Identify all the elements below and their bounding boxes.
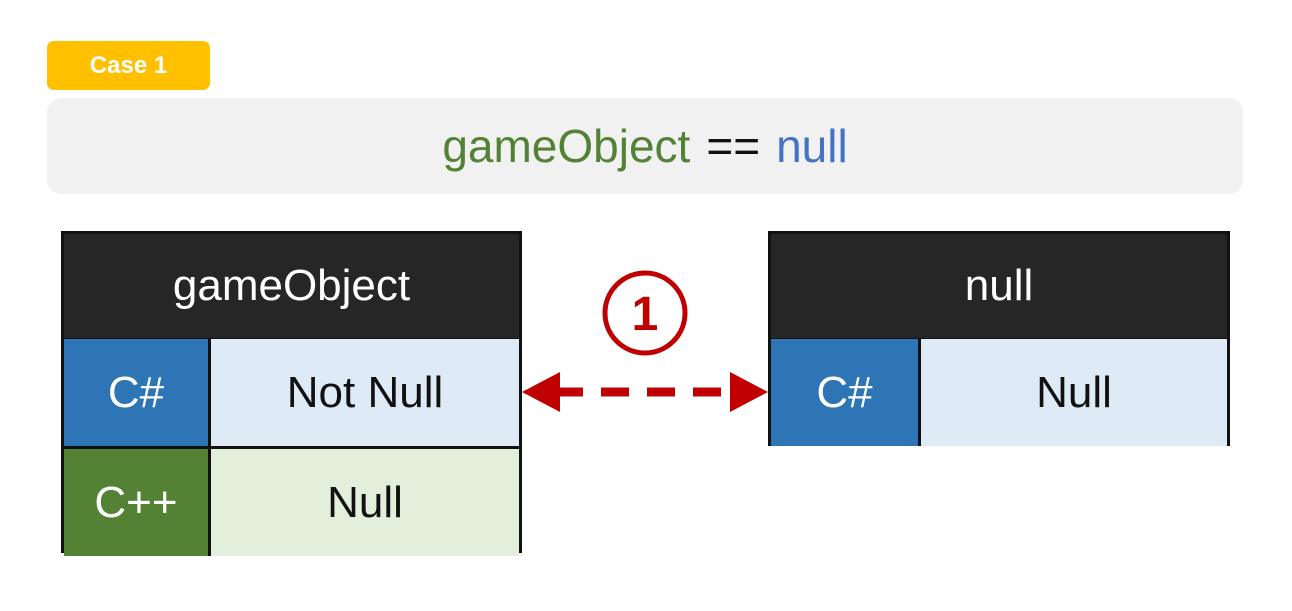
csharp-value: Not Null [211,339,519,446]
case-badge: Case 1 [47,41,210,90]
marker-circle [602,270,688,356]
csharp-label: C# [64,339,211,446]
expression-right-operand: null [776,120,848,172]
gameobject-table-header: gameObject [64,234,519,338]
cpp-label: C++ [64,449,211,556]
marker-number: 1 [632,288,659,341]
cpp-value: Null [211,449,519,556]
null-table: null C# Null [768,231,1230,446]
comparison-marker: 1 [602,270,688,356]
arrow-head-left-icon [522,372,560,412]
null-table-header: null [771,234,1227,338]
expression-bar: gameObject == null [47,98,1243,194]
gameobject-table: gameObject C# Not Null C++ Null [61,231,522,556]
arrow-head-right-icon [730,372,768,412]
double-headed-dashed-arrow [522,372,768,412]
null-csharp-value: Null [921,339,1227,446]
case-badge-label: Case 1 [89,51,168,79]
expression-operator: == [706,120,761,172]
expression-left-operand: gameObject [442,120,691,172]
null-csharp-label: C# [771,339,921,446]
